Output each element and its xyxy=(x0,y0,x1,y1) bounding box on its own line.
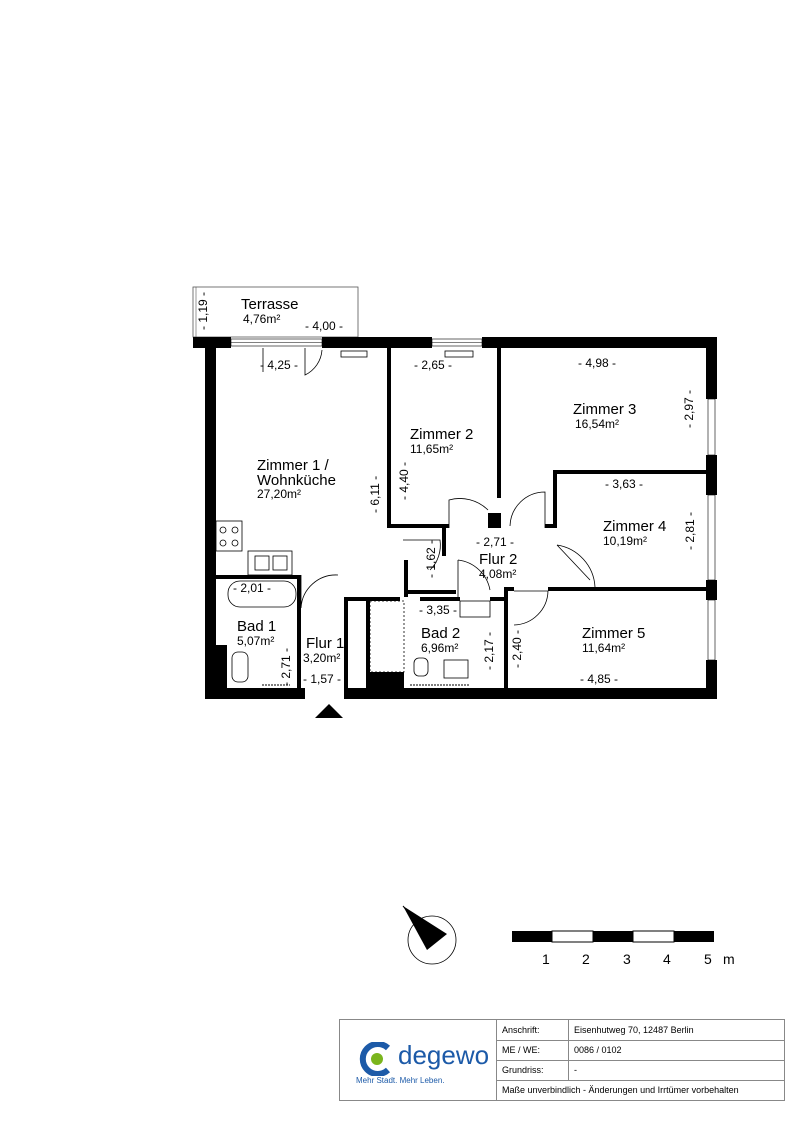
zimmer1-name-line2: Wohnküche xyxy=(257,472,336,489)
dim-terrace-height: - 1,19 - xyxy=(196,292,210,330)
zimmer1-name-line1: Zimmer 1 / xyxy=(257,457,330,474)
dim-flur1-width: - 1,57 - xyxy=(303,672,341,686)
scale-label-1: 1 xyxy=(542,951,550,967)
dim-zimmer5-width: - 4,85 - xyxy=(580,672,618,686)
logo: degewo Mehr Stadt. Mehr Leben. xyxy=(340,1020,497,1100)
dim-flur2-small: - 1,62 - xyxy=(424,540,438,578)
dim-bad2-width: - 3,35 - xyxy=(419,603,457,617)
dim-bad1-width: - 2,01 - xyxy=(233,581,271,595)
degewo-logo-icon xyxy=(359,1042,391,1076)
address-value: Eisenhutweg 70, 12487 Berlin xyxy=(574,1025,694,1035)
zimmer4-name: Zimmer 4 xyxy=(603,518,666,535)
windows xyxy=(230,338,716,661)
scale-bar xyxy=(512,930,714,943)
dim-zimmer4-width: - 3,63 - xyxy=(605,477,643,491)
terrace xyxy=(192,286,359,338)
dim-zimmer2-depth: - 4,40 - xyxy=(397,462,411,500)
bad1-name: Bad 1 xyxy=(237,618,276,635)
dim-bad1-depth: - 2,71 - xyxy=(279,648,293,686)
info-row-me-we: ME / WE: 0086 / 0102 xyxy=(496,1040,784,1061)
zimmer5-area: 11,64m² xyxy=(582,641,625,655)
dim-zimmer3-depth: - 2,97 - xyxy=(682,390,696,428)
zimmer4-area: 10,19m² xyxy=(603,534,647,548)
dim-zimmer1-width: - 4,25 - xyxy=(260,358,298,372)
dim-flur2-width: - 2,71 - xyxy=(476,535,514,549)
info-row-disclaimer: Maße unverbindlich - Änderungen und Irrt… xyxy=(496,1080,784,1100)
dim-zimmer1-depth: - 6,11 - xyxy=(368,476,382,513)
scale-label-2: 2 xyxy=(582,951,590,967)
bad2-area: 6,96m² xyxy=(421,641,458,655)
scale-label-4: 4 xyxy=(663,951,671,967)
interior-walls xyxy=(216,348,706,688)
info-row-address: Anschrift: Eisenhutweg 70, 12487 Berlin xyxy=(496,1020,784,1041)
dim-zimmer3-width: - 4,98 - xyxy=(578,356,616,370)
zimmer1-area: 27,20m² xyxy=(257,487,301,501)
north-arrow-icon xyxy=(402,905,457,965)
zimmer3-area: 16,54m² xyxy=(575,417,619,431)
terrace-area: 4,76m² xyxy=(243,312,280,326)
me-we-label: ME / WE: xyxy=(502,1045,540,1055)
bad1-area: 5,07m² xyxy=(237,634,274,648)
info-row-grundriss: Grundriss: - xyxy=(496,1060,784,1081)
zimmer5-name: Zimmer 5 xyxy=(582,625,645,642)
disclaimer: Maße unverbindlich - Änderungen und Irrt… xyxy=(502,1085,739,1095)
flur1-name: Flur 1 xyxy=(306,635,344,652)
dim-zimmer5-depth: - 2,40 - xyxy=(510,630,524,668)
me-we-value: 0086 / 0102 xyxy=(574,1045,622,1055)
dim-terrace-width: - 4,00 - xyxy=(305,319,343,333)
scale-label-3: 3 xyxy=(623,951,631,967)
grundriss-value: - xyxy=(574,1065,577,1075)
address-label: Anschrift: xyxy=(502,1025,540,1035)
outer-walls xyxy=(193,337,717,699)
bad2-name: Bad 2 xyxy=(421,625,460,642)
scale-unit: m xyxy=(723,951,735,967)
doors xyxy=(262,348,596,626)
fixtures xyxy=(215,350,491,686)
scale-label-5: 5 xyxy=(704,951,712,967)
logo-tagline: Mehr Stadt. Mehr Leben. xyxy=(356,1076,445,1085)
logo-word: degewo xyxy=(398,1040,490,1070)
flur2-name: Flur 2 xyxy=(479,551,517,568)
grundriss-label: Grundriss: xyxy=(502,1065,544,1075)
zimmer2-area: 11,65m² xyxy=(410,442,453,456)
entrance-arrow-icon xyxy=(315,704,343,718)
flur2-area: 4,08m² xyxy=(479,567,516,581)
dim-zimmer2-width: - 2,65 - xyxy=(414,358,452,372)
zimmer3-name: Zimmer 3 xyxy=(573,401,636,418)
dim-zimmer4-depth: - 2,81 - xyxy=(683,512,697,550)
zimmer2-name: Zimmer 2 xyxy=(410,426,473,443)
info-box: degewo Mehr Stadt. Mehr Leben. Anschrift… xyxy=(339,1019,785,1101)
terrace-name: Terrasse xyxy=(241,296,299,313)
dim-bad2-depth: - 2,17 - xyxy=(482,632,496,670)
flur1-area: 3,20m² xyxy=(303,651,340,665)
